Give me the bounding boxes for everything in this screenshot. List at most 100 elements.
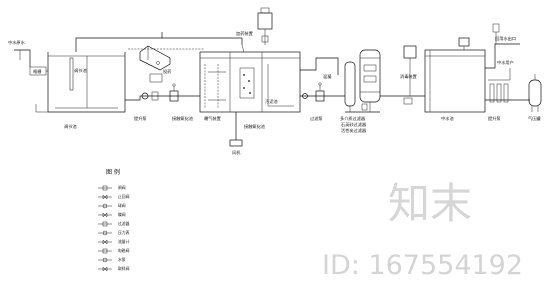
supply-pump-2	[496, 83, 502, 103]
legend-symbols: 闸阀 止回阀 球阀 蝶阀 过滤器	[98, 185, 130, 272]
legend-row-1: 闸阀	[98, 185, 126, 191]
label-aerobic-bottom: 接触氧化池	[172, 115, 194, 122]
inlet-pipe	[14, 49, 31, 67]
legend-row-4: 蝶阀	[98, 212, 126, 218]
legend-symbol-valve	[102, 266, 108, 272]
legend-symbol-valve	[102, 194, 108, 200]
dosing-inlet	[241, 44, 245, 53]
legend-item: 电磁阀	[118, 248, 130, 253]
supply-pump-1	[489, 83, 495, 103]
aerobic-tank: 污泥池 曝气装置	[199, 51, 301, 122]
clear-water-tank: 中水池	[424, 37, 486, 122]
label-adjust-bottom: 调节池	[64, 123, 77, 130]
aerobic-dot-1	[243, 74, 245, 76]
dosing-unit-2: 加药装置	[236, 7, 273, 53]
coagulation-pipe	[300, 57, 339, 75]
label-sludge: 污泥池	[265, 98, 278, 105]
dosing-unit-1: 投药	[139, 45, 171, 83]
filter-pump	[302, 93, 308, 99]
adjust-tank-body	[47, 52, 126, 113]
reuse-pipe	[485, 43, 520, 69]
label-filter-pump: 过滤泵	[310, 115, 323, 122]
legend-symbol-box	[102, 185, 108, 191]
inlet-section: 中水原水 格栅	[8, 39, 48, 76]
clear-water-vent	[458, 37, 470, 47]
label-coagulation: 混凝	[323, 73, 332, 80]
carbon-filter-media-2	[363, 75, 377, 83]
pump-icon	[141, 92, 149, 100]
blower-box	[229, 139, 243, 147]
legend-row-10: 取样阀	[98, 266, 130, 272]
legend-row-3: 球阀	[98, 203, 126, 209]
legend-symbol-circle	[102, 257, 108, 263]
disinfection-unit: 消毒装置	[380, 45, 425, 105]
legend-title: 图 例	[106, 168, 120, 176]
label-adjust-tank: 调节池	[74, 67, 87, 74]
pressure-tank-body	[528, 79, 542, 107]
aerobic-media-block	[239, 67, 255, 99]
label-clear-water-tank: 中水池	[441, 115, 454, 122]
legend-symbol-circle	[102, 203, 108, 209]
clear-water-tank-body	[424, 49, 486, 113]
dosing-device-box	[257, 12, 273, 30]
legend-symbol-box	[102, 221, 108, 227]
filter-valve-handle	[318, 82, 322, 86]
legend-symbol-circle	[102, 230, 108, 236]
legend-row-2: 止回阀	[98, 194, 130, 200]
supply-pump-3	[503, 83, 509, 103]
dosing-device-valve	[261, 35, 269, 43]
legend-item: 水泵	[118, 257, 126, 262]
label-multimedia-filter: 多介质过滤器	[340, 115, 366, 122]
header-pipe-left	[75, 32, 163, 52]
adjust-tank-probe	[69, 57, 74, 91]
legend-symbol-valve	[102, 212, 108, 218]
pump-set-1	[141, 83, 179, 102]
aerobic-dot-4	[249, 92, 251, 94]
adjust-tank: 调节池	[35, 52, 126, 113]
aerobic-dot-2	[248, 80, 250, 82]
legend-symbol-box	[102, 248, 108, 254]
legend-item: 止回阀	[118, 194, 130, 199]
legend-row-7: 流量计	[98, 239, 130, 245]
label-grille: 格栅	[33, 68, 41, 75]
label-lift-pump-right: 提升泵	[488, 115, 501, 122]
label-disinfection: 消毒装置	[400, 73, 417, 80]
dosing-device-motor	[260, 7, 270, 14]
reuse-meter	[492, 23, 500, 33]
aerobic-dot-3	[243, 87, 245, 89]
disinfection-box	[403, 45, 417, 59]
dosing-tank	[149, 73, 163, 83]
legend-row-8: 电磁阀	[98, 248, 130, 254]
label-aeration: 曝气装置	[204, 115, 221, 122]
legend-item: 蝶阀	[118, 212, 126, 217]
label-coagulant-dosing: 投药	[163, 68, 171, 75]
legend-row-5: 过滤器	[98, 221, 130, 227]
watermark-id: ID: 167554192	[322, 250, 523, 281]
label-user-supply: 中水用户	[497, 59, 514, 66]
pump-set-2: 过滤泵	[302, 82, 325, 122]
label-lift-pump: 提升泵	[134, 115, 147, 122]
filter-drain-valve	[361, 103, 368, 111]
supply-pumps: 中水用户 提升泵	[485, 59, 530, 122]
label-reuse-outlet: 回用水出口	[495, 35, 516, 42]
legend-item: 过滤器	[118, 221, 130, 226]
watermark: 知末 ID: 167554192	[322, 179, 523, 281]
label-aerobic-tank: 接触氧化池	[244, 123, 266, 130]
header-pipe-mid	[162, 37, 243, 45]
label-sand-filter: 石英砂过滤器	[341, 121, 367, 128]
legend-item: 压力表	[118, 230, 130, 235]
legend-row-6: 压力表	[98, 230, 130, 236]
adjust-outlet-pipe	[125, 95, 200, 101]
legend-row-9: 水泵	[98, 257, 126, 263]
label-activated-carbon: 活性炭过滤器	[341, 127, 367, 134]
air-blower: 风机 接触氧化池	[229, 112, 266, 156]
label-dosing-device: 加药装置	[236, 30, 253, 37]
pressure-tank: 气压罐	[528, 74, 541, 122]
label-inlet-water: 中水原水	[8, 39, 26, 46]
legend-item: 取样阀	[118, 266, 130, 271]
aerobic-tank-body	[199, 51, 301, 113]
legend-item: 闸阀	[118, 185, 126, 190]
watermark-logo: 知末	[388, 179, 472, 228]
sand-filter-vessel	[344, 61, 356, 107]
